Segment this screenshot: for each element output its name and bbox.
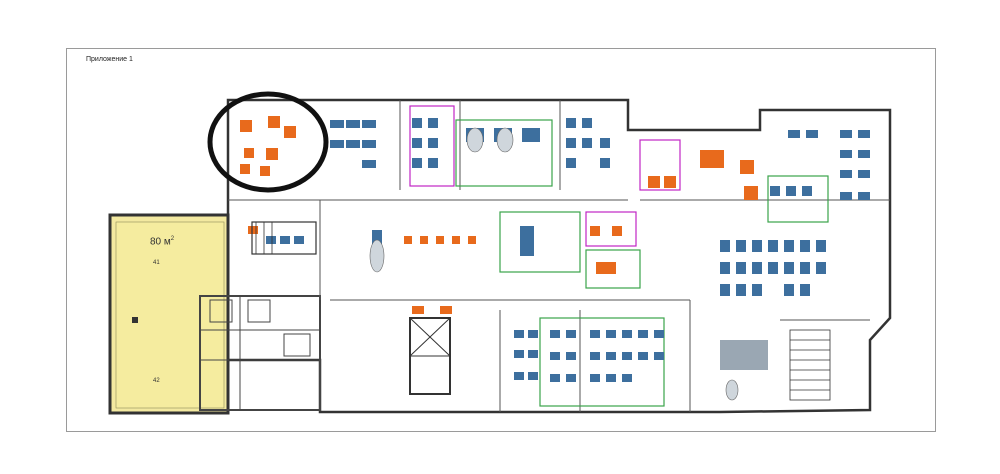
partitions [228, 100, 890, 412]
rental-unit [108, 213, 230, 415]
restroom-block [199, 295, 321, 411]
unit-number-bottom: 42 [153, 378, 160, 384]
rental-area-value: 80 м [150, 236, 171, 248]
elevator-icon [409, 317, 451, 395]
workstations [266, 118, 870, 382]
room-outlines [409, 105, 829, 407]
ellipse-highlight-icon [207, 91, 329, 193]
unit-number-top: 41 [153, 260, 160, 266]
rental-area-label: 80 м2 [150, 236, 174, 247]
rental-area-unit-sup: 2 [170, 236, 175, 242]
column-marker [132, 317, 138, 323]
meeting-tables [369, 127, 739, 401]
sheet-border [66, 48, 936, 432]
staircase-icon [251, 221, 831, 401]
sheet-title: Приложение 1 [86, 56, 133, 63]
chairs [240, 116, 758, 314]
